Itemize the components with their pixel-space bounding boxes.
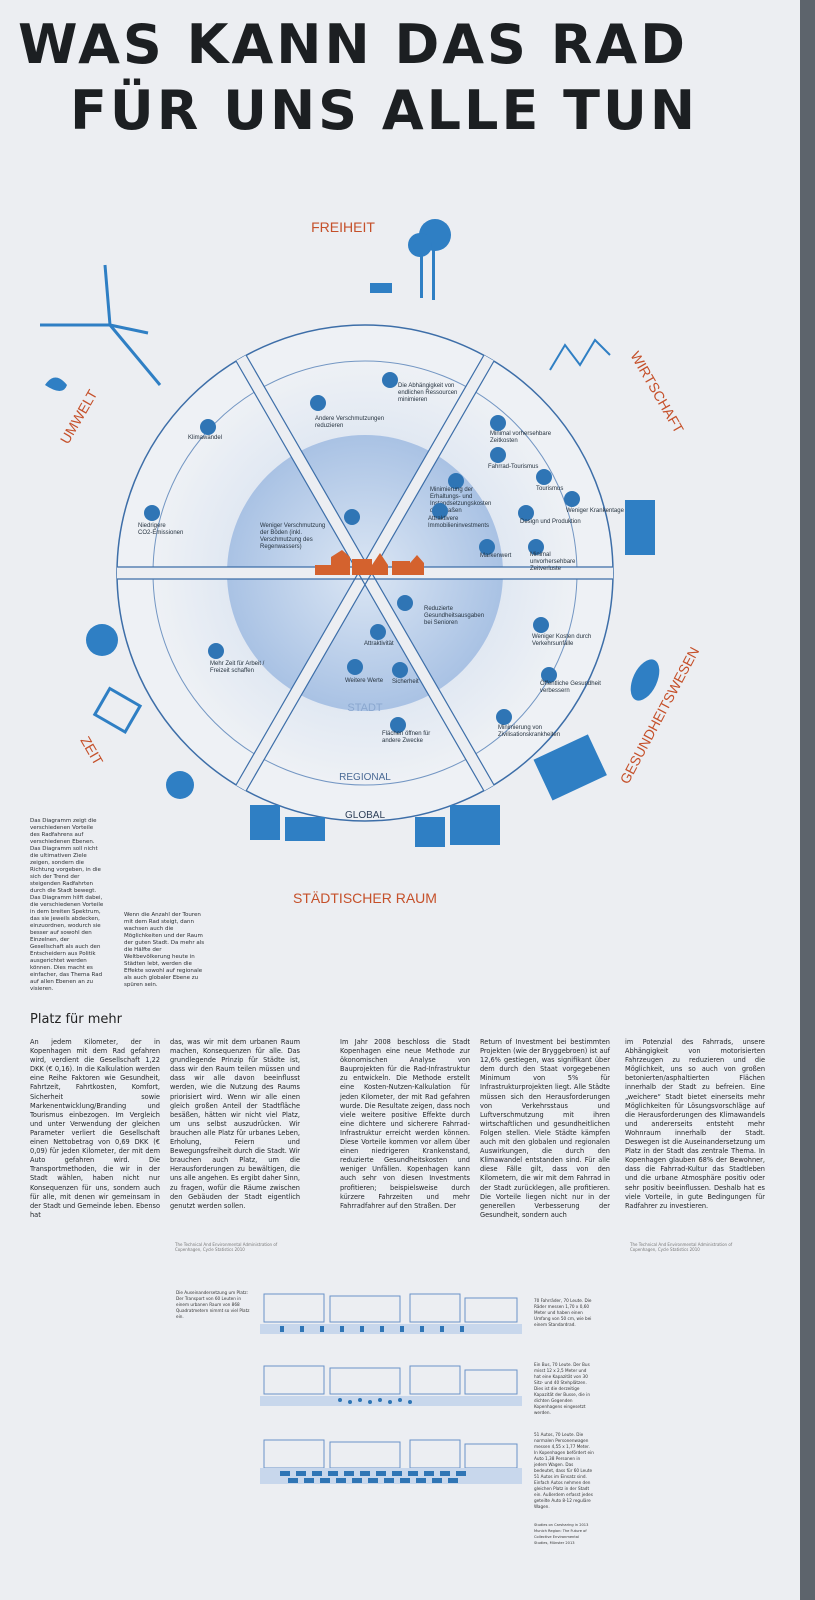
article-column-1: An jedem Kilometer, der in Kopenhagen mi… [30,1038,160,1219]
article-column-5: im Potenzial des Fahrrads, unsere Abhäng… [625,1038,765,1210]
tree-icon [408,219,451,300]
sector-label-wirtschaft: WIRTSCHAFT [627,349,687,437]
zigzag-icon [549,338,611,371]
benefit-dot [432,503,448,519]
benefit-label: Fahrrad-Tourismus [488,464,538,470]
article-column-4: Return of Investment bei bestimmten Proj… [480,1038,610,1219]
benefit-dot [390,717,406,733]
benefit-label: Weniger Krankentage [566,508,625,514]
city-skyline-icon [250,805,500,847]
bushes-icon [166,771,194,799]
footnote-2: The Technical And Environmental Administ… [630,1242,733,1252]
benefit-label: Sicherheit [392,679,419,685]
benefit-dot [392,662,408,678]
wind-turbine-icon [40,264,162,386]
town-silhouette [315,550,424,575]
street-illustration-cars [260,1439,522,1484]
article-heading: Platz für mehr [30,1012,123,1027]
ring-label-regional: REGIONAL [339,772,391,783]
benefit-dot [144,505,160,521]
benefit-dot [397,595,413,611]
umbrella-icon [86,624,118,656]
sector-label-umwelt: UMWELT [57,386,101,446]
benefit-label: Attraktivität [364,641,394,647]
ring-label-stadt: STADT [347,702,383,714]
benefit-dot [541,667,557,683]
benefit-label: Tourismus [536,486,563,492]
caption-bus: Ein Bus, 70 Leute. Der Bus misst 12 x 2,… [534,1362,590,1415]
benefit-dot [490,447,506,463]
benefit-dot [518,505,534,521]
bench-icon [370,283,392,293]
factory-icon [625,500,655,555]
benefit-dot [564,491,580,507]
benefit-dot [448,473,464,489]
benefit-dot [533,617,549,633]
benefit-dot [479,539,495,555]
ring-label-global: GLOBAL [345,810,385,821]
sector-label-gesundheitswesen: GESUNDHEITSWESEN [617,644,703,786]
benefits-wheel-diagram: STADT REGIONAL GLOBAL FREIHEIT WIRTSCHAF… [40,219,703,906]
title-line-1: WAS KANN DAS RAD [18,13,688,76]
benefit-dot [370,624,386,640]
benefit-label: Markenwert [480,553,512,559]
caption-source: Studies on Carsharing in 2013 Munich Reg… [534,1523,589,1545]
diagram-note-right: Wenn die Anzahl der Touren mit dem Rad s… [124,912,205,988]
article-column-2: das, was wir mit dem urbanen Raum machen… [170,1038,300,1210]
benefit-dot [382,372,398,388]
benefit-label: Weitere Werte [345,678,384,684]
helicopter-icon [630,659,660,701]
caption-cars: 51 Autos, 70 Leute. Die normalen Persone… [534,1432,594,1509]
benefit-dot [200,419,216,435]
benefit-dot [347,659,363,675]
title-line-2: FÜR UNS ALLE TUN [70,79,699,142]
caption-bikes: 70 Fahrräder, 70 Leute. Die Räder messen… [534,1298,592,1327]
hospital-icon [533,734,607,801]
street-illustration-bikes [260,1293,522,1334]
article-column-3: Im Jahr 2008 beschloss die Stadt Kopenha… [340,1038,470,1210]
diagram-note-left: Das Diagramm zeigt die verschiedenen Vor… [30,818,104,992]
benefit-label: Mehr Zeit für Arbeit /Freizeit schaffen [210,661,265,674]
benefit-dot [344,509,360,525]
benefit-label: Klimawandel [188,435,222,441]
footnote-1: The Technical And Environmental Administ… [175,1242,278,1252]
bird-icon [45,377,67,391]
sector-label-zeit: ZEIT [77,734,106,769]
benefit-dot [496,709,512,725]
background-wall [800,0,815,1600]
decorative-illustrations [40,219,660,847]
sector-label-freiheit: FREIHEIT [311,219,375,235]
sector-label-staedtischer-raum: STÄDTISCHER RAUM [293,890,437,906]
figure-intro: Die Auseinandersetzung um Platz: Der Tra… [176,1290,250,1319]
benefit-dot [528,539,544,555]
street-illustration-bus [260,1365,522,1406]
benefit-dot [490,415,506,431]
swing-icon [92,686,143,735]
benefit-label: Design und Produktion [520,519,581,525]
benefit-dot [208,643,224,659]
benefit-dot [310,395,326,411]
benefit-dot [536,469,552,485]
